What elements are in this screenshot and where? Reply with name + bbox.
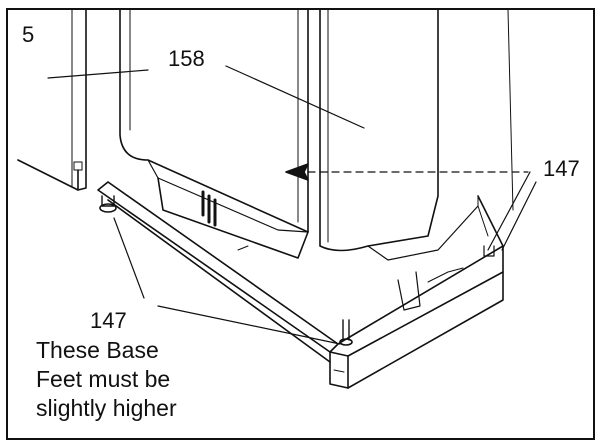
note-line: These Base — [36, 337, 159, 363]
callout-panel-158: 158 — [168, 46, 205, 71]
base-feet-note: These Base Feet must be slightly higher — [36, 336, 177, 423]
right-cabinet — [319, 10, 514, 261]
left-cabinet-side — [17, 10, 87, 191]
note-line: slightly higher — [36, 395, 177, 421]
leader-lines — [47, 65, 537, 345]
note-line: Feet must be — [36, 366, 171, 392]
illustration-frame: 5 158 147 147 These Base Feet must be sl… — [6, 8, 595, 440]
base-feet-illustration — [17, 10, 537, 389]
callout-foot-right-147: 147 — [543, 156, 580, 181]
step-number: 5 — [22, 22, 35, 47]
appliance-body — [119, 10, 309, 259]
base-feet — [99, 195, 495, 346]
callout-foot-left-147: 147 — [90, 308, 127, 333]
arrow-head-icon — [285, 163, 309, 181]
